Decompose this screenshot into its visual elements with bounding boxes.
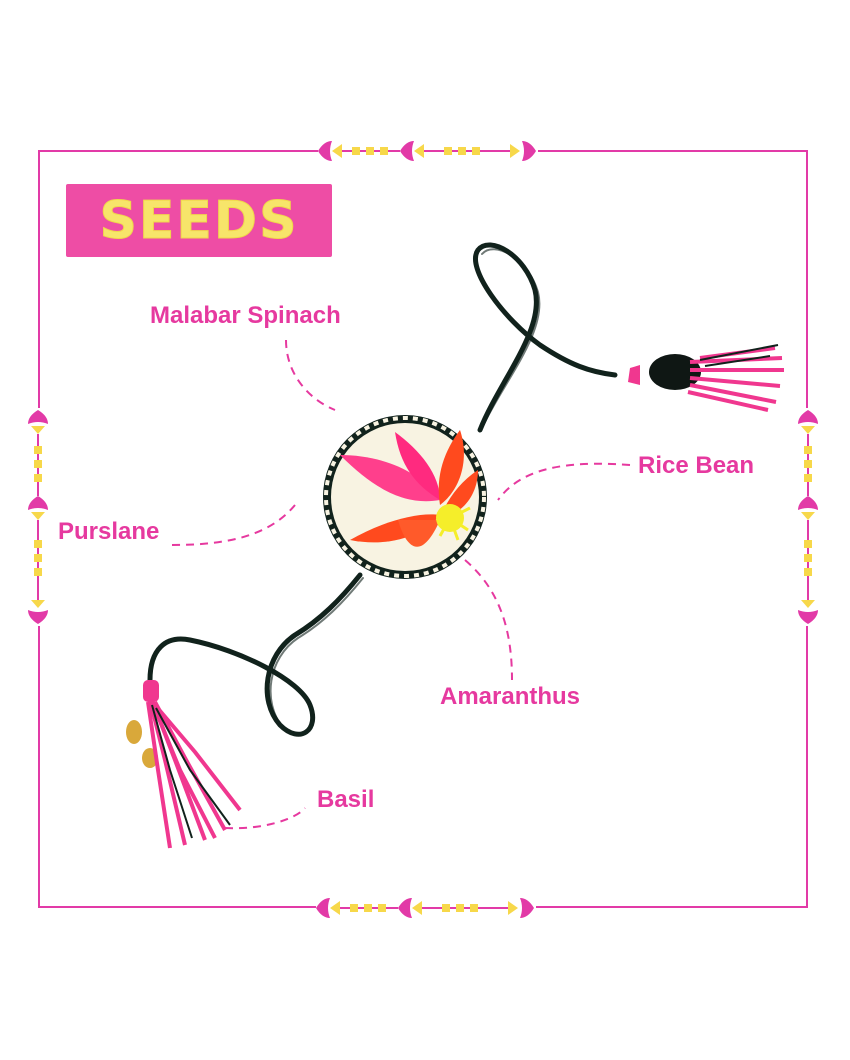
connector-amaranthus [464,559,513,681]
label-purslane: Purslane [58,518,160,545]
connector-basil [224,807,306,830]
bottom-ornament [316,897,536,919]
connector-malabar-spinach [285,339,336,411]
title-badge: SEEDS [66,184,332,257]
top-ornament [318,140,538,162]
label-connectors [171,339,631,830]
tassel-bottom-left [126,680,242,849]
connector-purslane [171,504,296,546]
label-malabar-spinach: Malabar Spinach [150,302,341,329]
label-rice-bean: Rice Bean [638,452,755,479]
connector-rice-bean [497,462,631,501]
rakhi-thread [147,242,618,737]
right-ornament [797,408,819,626]
label-amaranthus: Amaranthus [440,683,581,710]
tassel-top-right [628,344,784,412]
embroidered-disc [323,415,487,579]
left-ornament [27,408,49,626]
label-basil: Basil [317,786,375,813]
page-title: SEEDS [99,190,299,251]
